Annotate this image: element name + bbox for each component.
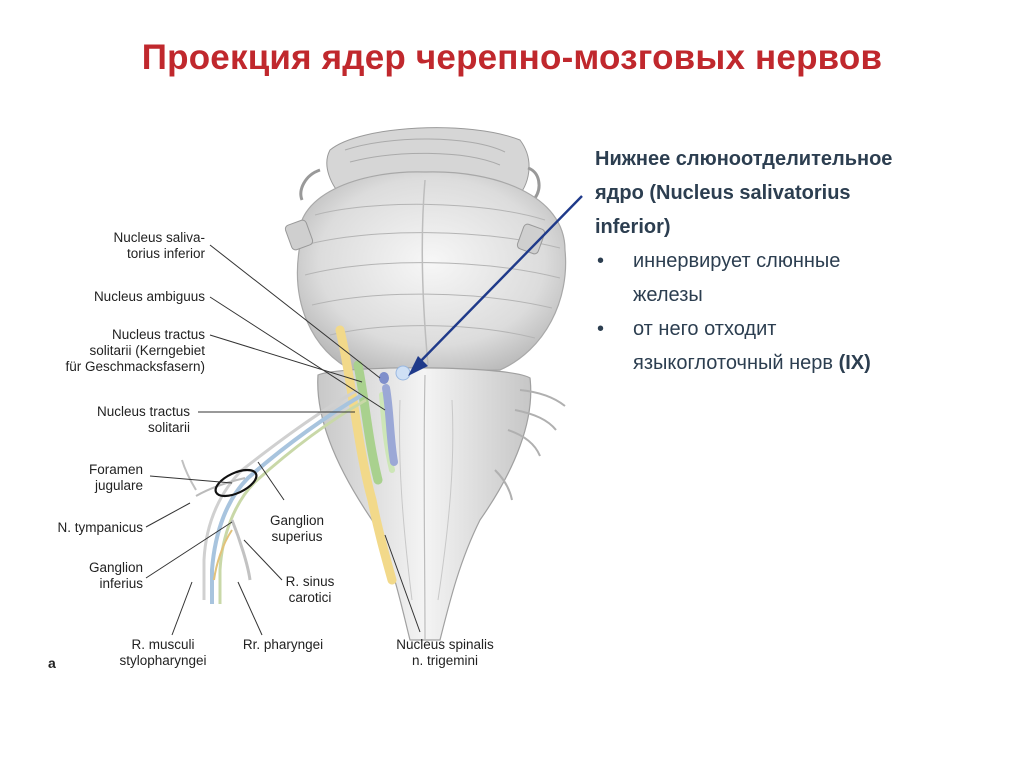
label-line: Ganglion (269, 513, 325, 528)
nucleus-salivatorius-mark (379, 365, 411, 466)
bullet-line: от него отходит (633, 318, 777, 340)
label-nucleus-ambiguus: Nucleus ambiguus (40, 289, 205, 305)
info-heading-line: inferior) (595, 216, 671, 238)
label-line: solitarii (Kerngebiet (89, 343, 205, 358)
label-line: Foramen (88, 462, 143, 477)
bullet-innervates: • иннервирует слюнные железы (595, 244, 1015, 312)
label-line: Nucleus spinalis (396, 637, 494, 652)
bullet-text: языкоглоточный нерв (633, 352, 839, 374)
label-foramen-jugulare: Foramen jugulare (40, 462, 143, 494)
label-line: Nucleus saliva- (113, 230, 205, 245)
info-heading-line: Нижнее слюноотделительное (595, 148, 893, 170)
label-line: n. trigemini (411, 653, 479, 668)
label-nucleus-tractus-kerngebiet: Nucleus tractus solitarii (Kerngebiet fü… (40, 327, 205, 375)
label-line: für Geschmacksfasern) (65, 359, 205, 374)
bullet-dot: • (597, 250, 605, 272)
label-line: Ganglion (88, 560, 143, 575)
label-line: Rr. pharyngei (242, 637, 324, 652)
label-line: N. tympanicus (57, 520, 143, 535)
label-ganglion-superius: Ganglion superius (252, 513, 342, 545)
label-ganglion-inferius: Ganglion inferius (40, 560, 143, 592)
label-line: R. sinus (285, 574, 335, 589)
panel-letter: a (48, 655, 56, 671)
bullet-line-2: языкоглоточный нерв (IX) (633, 346, 1015, 380)
bullet-line: иннервирует слюнные (633, 250, 841, 272)
label-line: inferius (99, 576, 143, 591)
label-nucleus-spinalis-trigemini: Nucleus spinalis n. trigemini (375, 637, 515, 669)
pons (284, 171, 567, 373)
label-line: R. musculi (131, 637, 195, 652)
nucleus-spinalis-trigemini-mark (335, 325, 397, 585)
label-r-sinus-carotici: R. sinus carotici (270, 574, 350, 606)
label-line: Nucleus ambiguus (93, 289, 205, 304)
label-line: jugulare (94, 478, 143, 493)
label-nucleus-salivatorius: Nucleus saliva- torius inferior (40, 230, 205, 262)
nucleus-tractus-solitarii-mark (353, 360, 383, 485)
bullet-dot: • (597, 318, 605, 340)
label-line: stylopharyngei (119, 653, 207, 668)
label-r-musculi-stylopharyngei: R. musculi stylopharyngei (98, 637, 228, 669)
label-line: Nucleus tractus (111, 327, 205, 342)
label-rr-pharyngei: Rr. pharyngei (228, 637, 338, 653)
label-line: Nucleus tractus (96, 404, 190, 419)
info-panel: Нижнее слюноотделительное ядро (Nucleus … (595, 142, 1015, 380)
label-line: torius inferior (126, 246, 205, 261)
leader-lines (145, 244, 421, 636)
label-n-tympanicus: N. tympanicus (20, 520, 143, 536)
label-nucleus-tractus-solitarii: Nucleus tractus solitarii (40, 404, 190, 436)
label-line: superius (271, 529, 323, 544)
info-heading-line: ядро (Nucleus salivatorius (595, 182, 851, 204)
pointer-arrow (408, 195, 583, 376)
nerve-number: (IX) (838, 352, 871, 374)
glossopharyngeal-nerve (181, 388, 367, 604)
bullet-line: железы (633, 284, 703, 306)
bullet-glossopharyngeal: • от него отходит языкоглоточный нерв (I… (595, 312, 1015, 380)
label-line: carotici (288, 590, 332, 605)
info-heading: Нижнее слюноотделительное ядро (Nucleus … (595, 142, 1015, 244)
label-line: solitarii (147, 420, 190, 435)
slide-title: Проекция ядер черепно-мозговых нервов (141, 38, 883, 77)
